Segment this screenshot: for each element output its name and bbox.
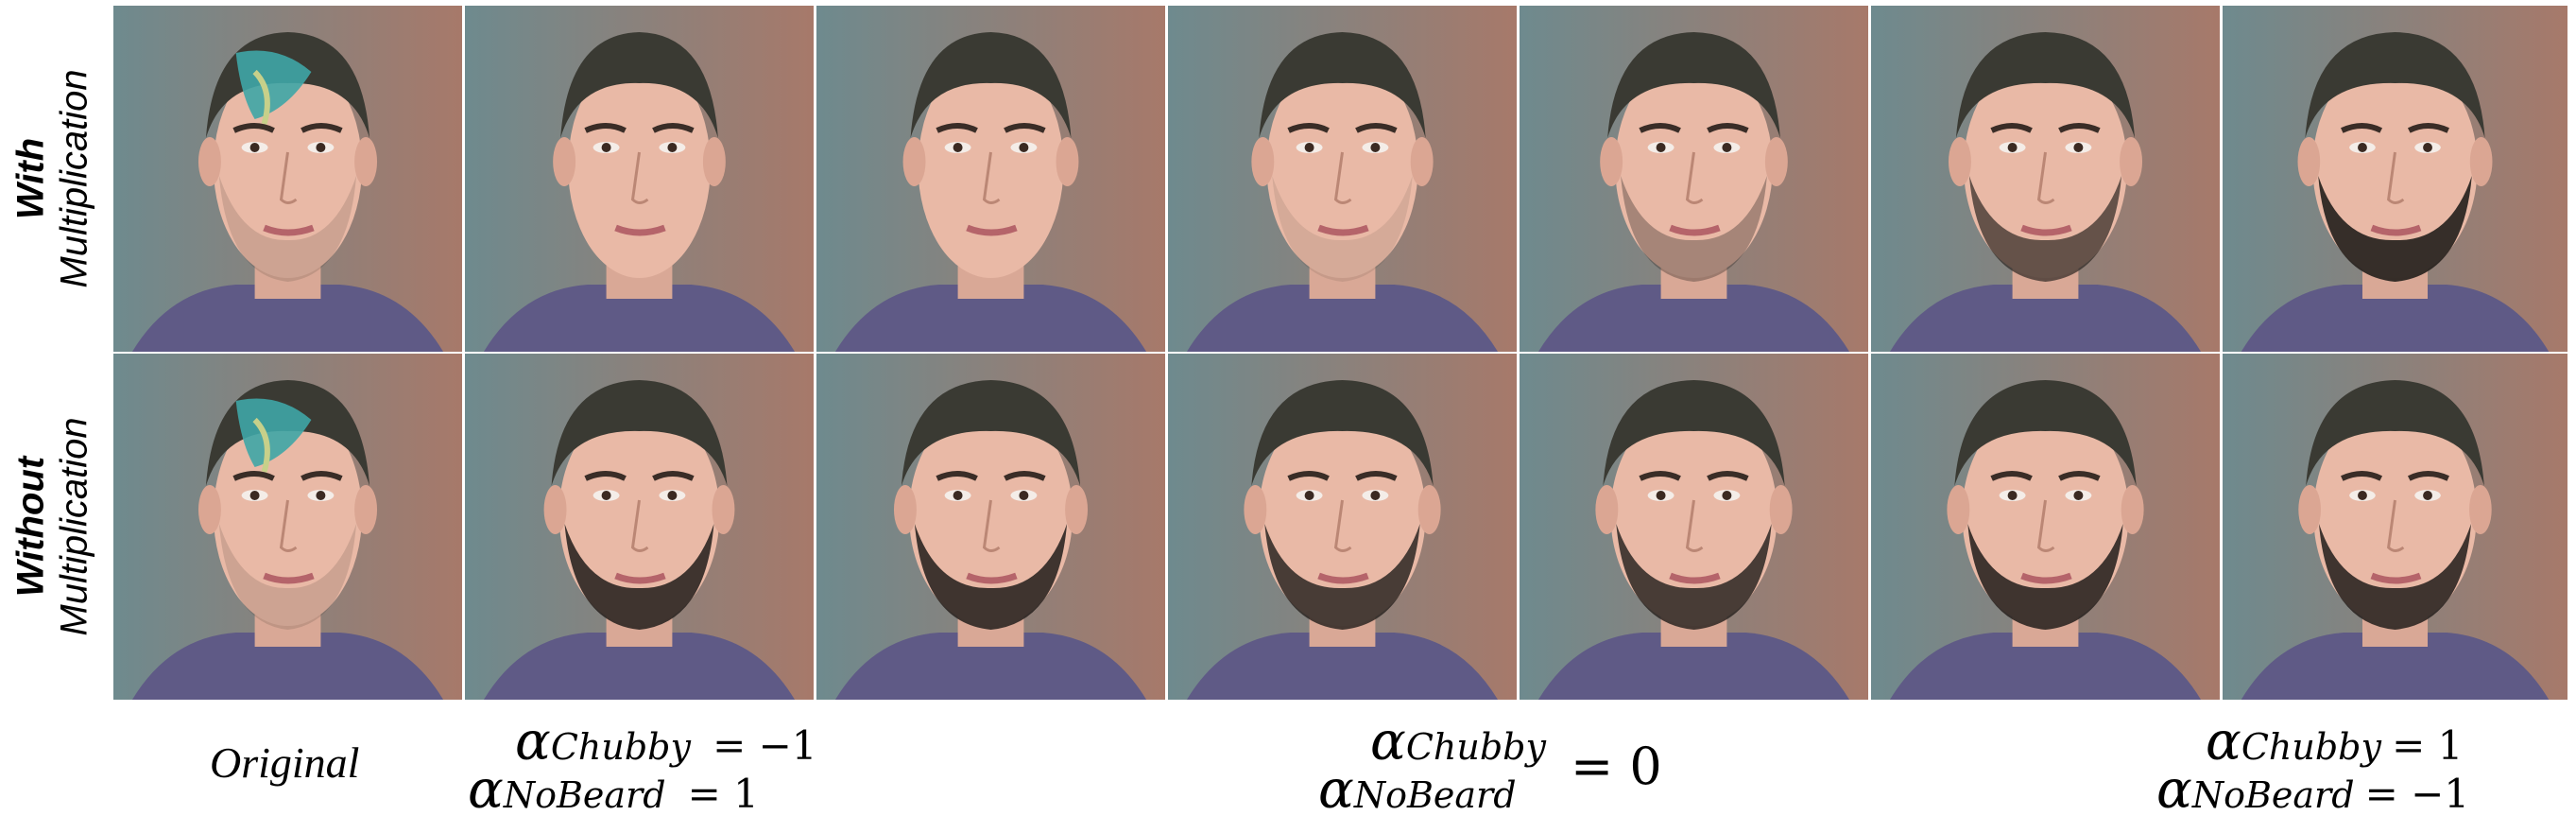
row-label-italic: Multiplication <box>54 417 95 636</box>
row-label-italic: Multiplication <box>54 69 95 288</box>
original-face-image <box>113 354 465 700</box>
edited-face-image <box>816 354 1168 700</box>
alpha-subscript: NoBeard <box>2191 774 2355 816</box>
alpha-equals: = 0 <box>1570 736 1662 796</box>
alpha-symbol: α <box>2206 711 2241 772</box>
row-label-bold: With <box>10 137 52 220</box>
edited-face-image <box>1871 354 2223 700</box>
row-label-with: With Multiplication <box>10 6 95 352</box>
edited-face-image <box>816 6 1168 352</box>
face-image-grid <box>113 6 2570 702</box>
alpha-symbol: α <box>515 711 551 772</box>
edited-face-image <box>465 6 816 352</box>
caption-alpha-left: αChubby = −1 αNoBeard = 1 <box>468 711 817 821</box>
image-row-without <box>113 354 2570 700</box>
alpha-subscript: NoBeard <box>1353 774 1517 816</box>
alpha-equals: = −1 <box>2364 771 2470 817</box>
alpha-symbol: α <box>1370 711 1406 772</box>
row-label-without: Without Multiplication <box>10 354 95 700</box>
alpha-symbol: α <box>2156 759 2192 821</box>
edited-face-image <box>2223 354 2570 700</box>
alpha-symbol: α <box>1318 759 1354 821</box>
alpha-subscript: Chubby <box>550 726 691 768</box>
caption-original: Original <box>210 738 360 787</box>
original-face-image <box>113 6 465 352</box>
caption-alpha-middle: αChubby αNoBeard = 0 <box>1318 711 1662 821</box>
edited-face-image <box>2223 6 2570 352</box>
row-label-bold: Without <box>10 456 52 598</box>
edited-face-image <box>1871 6 2223 352</box>
alpha-subscript: Chubby <box>1405 726 1546 768</box>
alpha-equals: = 1 <box>687 771 759 817</box>
alpha-equals: = −1 <box>713 722 817 769</box>
edited-face-image <box>1168 6 1520 352</box>
alpha-equals: = 1 <box>2392 722 2464 769</box>
edited-face-image <box>1520 6 1871 352</box>
alpha-subscript: Chubby <box>2241 726 2381 768</box>
caption-alpha-right: αChubby = 1 αNoBeard = −1 <box>2156 711 2469 821</box>
edited-face-image <box>1168 354 1520 700</box>
image-row-with <box>113 6 2570 352</box>
alpha-symbol: α <box>468 759 504 821</box>
edited-face-image <box>465 354 816 700</box>
alpha-subscript: NoBeard <box>503 774 666 816</box>
edited-face-image <box>1520 354 1871 700</box>
